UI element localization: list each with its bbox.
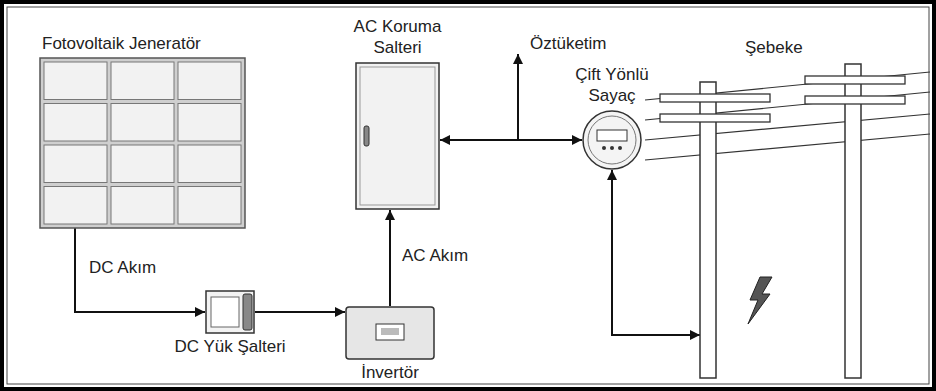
- ac-cabinet-outline: [355, 62, 440, 210]
- flow-connector: [612, 170, 700, 335]
- utility-grid-outline: [700, 62, 925, 378]
- node-label: AC Koruma Salteri: [348, 17, 448, 58]
- node-label: İnvertör: [361, 363, 419, 383]
- self-consumption-arrow: [517, 54, 519, 140]
- lightning-symbol: [748, 277, 772, 324]
- inverter-box: İnvertör: [345, 306, 435, 360]
- bidirectional-meter: Çift Yönlü Sayaç: [582, 110, 642, 170]
- utility-grid: Şebeke: [700, 62, 925, 378]
- node-label: Fotovoltaik Jeneratör: [42, 34, 201, 54]
- pv-array-outline: [40, 58, 245, 228]
- inner-frame: [7, 7, 929, 384]
- current-label: AC Akım: [400, 246, 470, 266]
- flow-connector: [75, 228, 205, 312]
- flow-connector: [389, 210, 391, 306]
- self-consumption-label: Öztüketim: [528, 34, 609, 54]
- dc-switch: DC Yük Şalteri: [205, 290, 255, 334]
- flow-connector: [255, 311, 345, 313]
- ac-cabinet: AC Koruma Salteri: [355, 62, 440, 210]
- bidirectional-meter-outline: [582, 110, 642, 170]
- node-label: DC Yük Şalteri: [174, 337, 285, 357]
- flow-connector: [440, 139, 582, 141]
- pv-array: Fotovoltaik Jeneratör: [40, 58, 245, 228]
- dc-switch-outline: [205, 290, 255, 334]
- node-label: Şebeke: [745, 38, 803, 58]
- inverter-box-outline: [345, 306, 435, 360]
- current-label: DC Akım: [87, 258, 158, 278]
